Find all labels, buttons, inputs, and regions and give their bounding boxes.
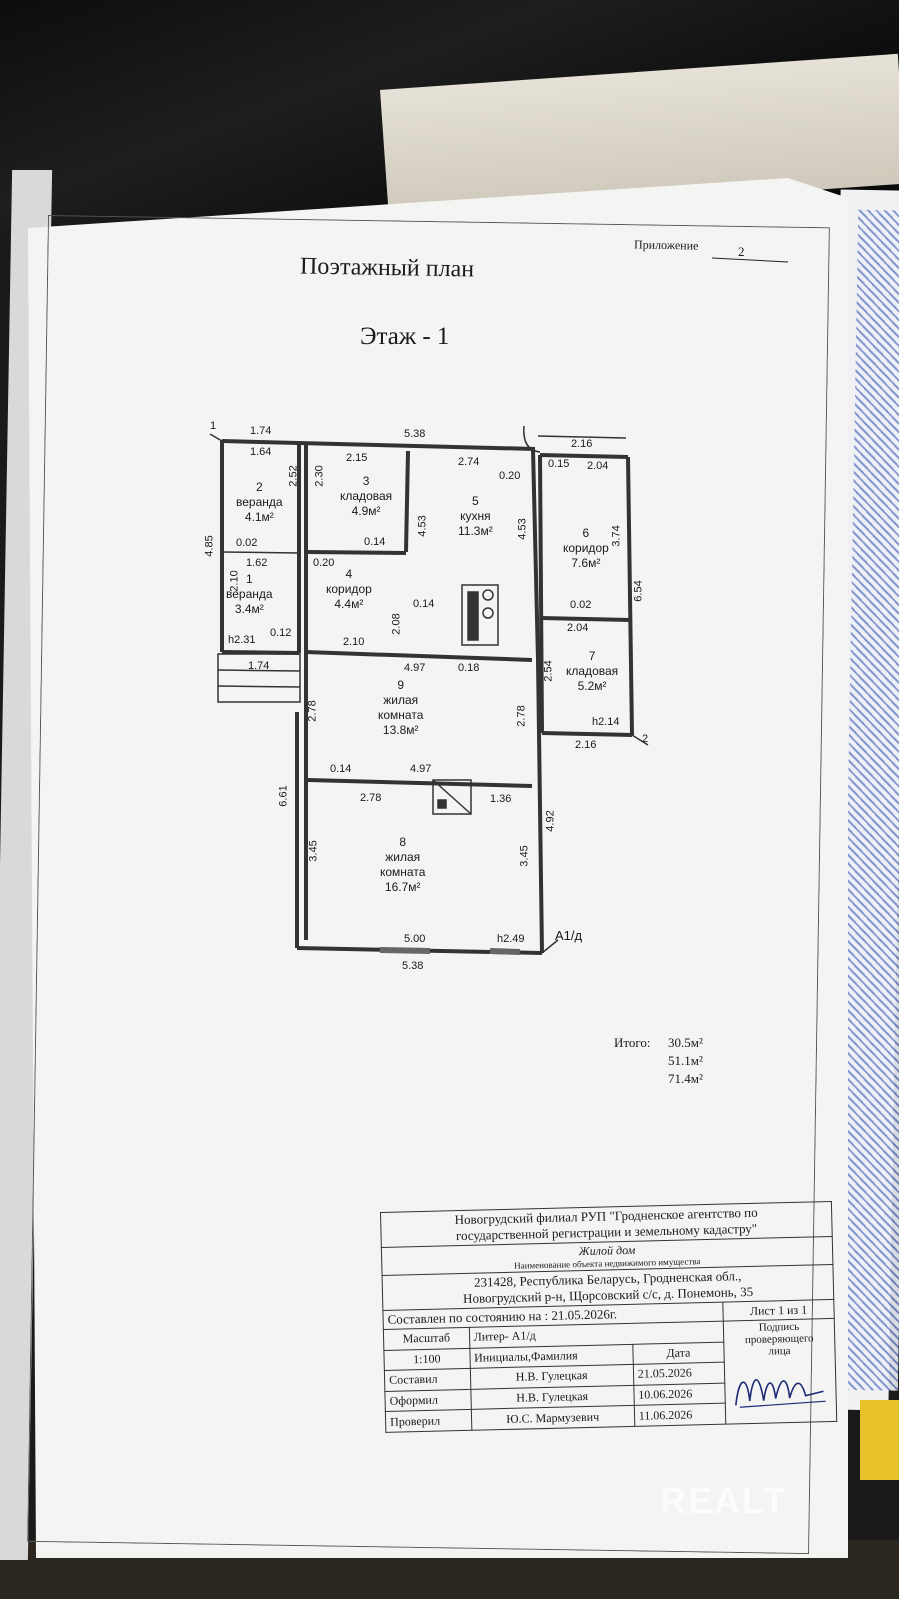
dim-label: 6.61 — [277, 785, 290, 807]
dim-label: 0.15 — [548, 458, 570, 470]
dim-label: 2.16 — [575, 739, 597, 751]
dim-label: 1.36 — [490, 793, 512, 805]
dim-label: 2.78 — [515, 705, 528, 727]
appendix-number: 2 — [738, 244, 745, 259]
dim-label: 0.20 — [313, 557, 335, 569]
dim-label: 4.53 — [516, 518, 529, 540]
dim-label: 5.38 — [404, 428, 426, 440]
dim-label: 2.16 — [571, 438, 593, 450]
floor-label: Этаж - 1 — [360, 323, 450, 350]
dim-label: 1.62 — [246, 557, 268, 569]
dim-label: 0.14 — [330, 763, 352, 775]
date-checked: 11.06.2026 — [634, 1403, 726, 1427]
dim-label: 0.18 — [458, 662, 480, 674]
dim-label: h2.14 — [592, 716, 620, 728]
dim-label: h2.49 — [497, 933, 525, 945]
name-checked: Ю.С. Мармузевич — [470, 1405, 635, 1431]
role-compiled: Составил — [384, 1368, 471, 1392]
signature-image — [735, 1379, 826, 1408]
totals-value-1: 30.5м² — [668, 1035, 703, 1050]
dim-label: 2.15 — [346, 452, 368, 464]
dim-label: 5.00 — [404, 933, 426, 945]
dim-label: 4.92 — [544, 810, 557, 832]
dim-label: 4.53 — [416, 515, 429, 537]
dim-label: h2.31 — [228, 634, 256, 646]
yellow-object — [860, 1400, 899, 1480]
dim-label: 2.74 — [458, 456, 480, 468]
dim-label: 0.14 — [413, 598, 435, 610]
dim-label: 2.04 — [567, 622, 589, 634]
dim-label: 3.45 — [307, 840, 320, 862]
dim-label: 2.10 — [343, 636, 365, 648]
dim-label: 1.74 — [248, 660, 270, 672]
dim-label: 0.20 — [499, 470, 521, 482]
dim-label: 0.02 — [236, 537, 258, 549]
dim-label: 0.14 — [364, 536, 386, 548]
dim-label: 6.54 — [632, 580, 645, 602]
dim-label: 4.97 — [410, 763, 432, 775]
dim-label: 1.74 — [250, 425, 272, 437]
dim-label: 2.52 — [287, 465, 300, 487]
totals-value-3: 71.4м² — [668, 1071, 703, 1086]
scale-value: 1:100 — [383, 1347, 470, 1371]
scale-label: Масштаб — [383, 1327, 470, 1351]
dim-label: 4.85 — [203, 535, 216, 557]
signature-label-3: лица — [768, 1345, 791, 1358]
dim-label: 3.74 — [610, 525, 623, 547]
role-checked: Проверил — [385, 1409, 472, 1433]
document-page — [28, 178, 848, 1558]
dim-label: 3.45 — [518, 845, 531, 867]
role-formatted: Оформил — [384, 1389, 471, 1412]
axis-label: 1 — [210, 420, 217, 432]
dim-label: 2.78 — [360, 792, 382, 804]
dim-label: 4.97 — [404, 662, 426, 674]
dim-label: 2.78 — [306, 700, 319, 722]
date-header: Дата — [632, 1341, 725, 1365]
dim-label: 0.02 — [570, 599, 592, 611]
dim-label: 5.38 — [402, 960, 424, 972]
totals-value-2: 51.1м² — [668, 1053, 703, 1068]
axis-label: А1/д — [555, 928, 583, 943]
dim-label: 2.54 — [542, 660, 555, 682]
axis-label: 2 — [642, 733, 649, 745]
dim-label: 0.12 — [270, 627, 292, 639]
title-block: Новогрудский филиал РУП "Гродненское аге… — [380, 1201, 840, 1542]
dim-label: 1.64 — [250, 446, 272, 458]
dim-label: 2.30 — [313, 465, 326, 487]
dim-label: 2.08 — [390, 613, 403, 635]
date-formatted: 10.06.2026 — [633, 1382, 726, 1406]
date-compiled: 21.05.2026 — [633, 1362, 725, 1386]
watermark: REALT — [660, 1480, 788, 1521]
dim-label: 2.04 — [587, 460, 609, 472]
totals-label: Итого: — [614, 1035, 651, 1050]
